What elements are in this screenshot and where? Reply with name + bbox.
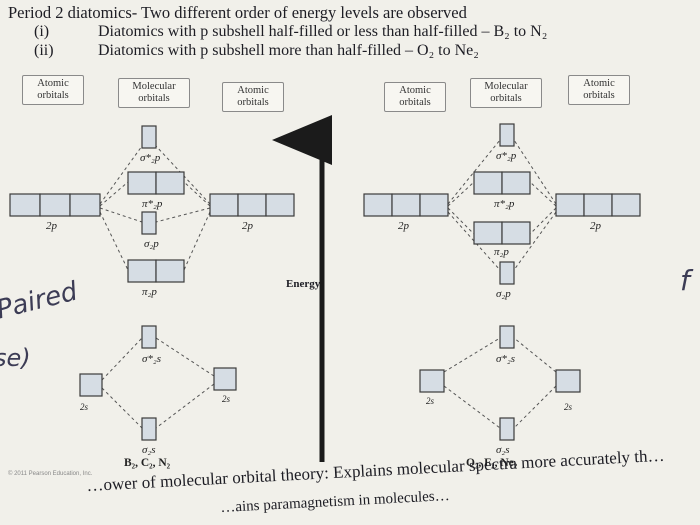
orbital-box bbox=[499, 325, 515, 349]
right-sigma-2p-label: σ₂p bbox=[496, 288, 511, 300]
right-pi-2p-label: π₂p bbox=[494, 246, 509, 258]
label-line: orbitals bbox=[399, 97, 431, 108]
label-atomic-orbitals-right-1: Atomic orbitals bbox=[384, 82, 446, 112]
handwritten-note-3: f bbox=[680, 264, 690, 297]
label-line: orbitals bbox=[490, 93, 522, 104]
item-1-number: (i) bbox=[34, 23, 50, 40]
orbital-box bbox=[141, 417, 157, 441]
orbital-box bbox=[499, 261, 515, 285]
orbital-box bbox=[499, 417, 515, 441]
label-line: Molecular bbox=[132, 81, 176, 92]
orbital-box bbox=[213, 367, 237, 391]
category-item-1: (i) Diatomics with p subshell half-fille… bbox=[8, 23, 658, 43]
category-item-2: (ii) Diatomics with p subshell more than… bbox=[8, 42, 658, 62]
orbital-box bbox=[473, 171, 503, 195]
left-2p-label-b: 2p bbox=[242, 220, 253, 232]
orbital-box bbox=[419, 369, 445, 393]
label-atomic-orbitals-left-2: Atomic orbitals bbox=[222, 82, 284, 112]
orbital-box bbox=[127, 171, 157, 195]
left-pi-2p-label: π₂p bbox=[142, 286, 157, 298]
right-sigma-2s-label: σ₂s bbox=[496, 444, 510, 456]
left-sigma-star-2p-label: σ*₂p bbox=[140, 152, 161, 164]
orbital-box bbox=[79, 373, 103, 397]
orbital-box bbox=[155, 259, 185, 283]
label-line: Atomic bbox=[37, 78, 69, 89]
orbital-box bbox=[473, 221, 503, 245]
item-2-text: Diatomics with p subshell more than half… bbox=[98, 42, 479, 59]
copyright-notice: © 2011 Pearson Education, Inc. bbox=[8, 471, 93, 477]
left-molecules-label: B₂, C₂, N₂ bbox=[124, 457, 171, 469]
orbital-box bbox=[611, 193, 641, 217]
left-2p-label-a: 2p bbox=[46, 220, 57, 232]
left-2s-label-b: 2s bbox=[222, 394, 231, 404]
orbital-box bbox=[141, 125, 157, 149]
orbital-box bbox=[555, 369, 581, 393]
orbital-box bbox=[141, 211, 157, 235]
label-line: orbitals bbox=[138, 93, 170, 104]
label-line: orbitals bbox=[37, 90, 69, 101]
item-1-text: Diatomics with p subshell half-filled or… bbox=[98, 23, 548, 40]
label-line: Atomic bbox=[583, 78, 615, 89]
orbital-box bbox=[69, 193, 101, 217]
orbital-box bbox=[127, 259, 157, 283]
handwritten-note-2: se) bbox=[0, 344, 31, 372]
orbital-box bbox=[501, 171, 531, 195]
left-2s-label-a: 2s bbox=[80, 402, 89, 412]
orbital-box bbox=[9, 193, 41, 217]
orbital-box bbox=[419, 193, 449, 217]
right-2p-label-a: 2p bbox=[398, 220, 409, 232]
item-2-number: (ii) bbox=[34, 42, 54, 59]
orbital-box bbox=[39, 193, 71, 217]
orbital-box bbox=[155, 171, 185, 195]
left-sigma-star-2s-label: σ*₂s bbox=[142, 353, 162, 365]
right-2p-label-b: 2p bbox=[590, 220, 601, 232]
label-molecular-orbitals-left: Molecular orbitals bbox=[118, 78, 190, 108]
right-2s-label-b: 2s bbox=[564, 402, 573, 412]
right-2s-label-a: 2s bbox=[426, 396, 435, 406]
energy-axis-label: Energy bbox=[286, 278, 321, 290]
left-pi-star-2p-label: π*₂p bbox=[142, 198, 163, 210]
right-molecules-label: O₂, F₂, Ne₂ bbox=[466, 457, 518, 469]
orbital-box bbox=[209, 193, 239, 217]
label-line: Atomic bbox=[399, 85, 431, 96]
right-pi-star-2p-label: π*₂p bbox=[494, 198, 515, 210]
right-sigma-star-2s-label: σ*₂s bbox=[496, 353, 516, 365]
label-line: orbitals bbox=[237, 97, 269, 108]
page-title: Period 2 diatomics- Two different order … bbox=[8, 3, 467, 22]
orbital-box bbox=[265, 193, 295, 217]
label-line: Molecular bbox=[484, 81, 528, 92]
label-atomic-orbitals-left-1: Atomic orbitals bbox=[22, 75, 84, 105]
orbital-box bbox=[555, 193, 585, 217]
orbital-box bbox=[237, 193, 267, 217]
orbital-box bbox=[499, 123, 515, 147]
label-atomic-orbitals-right-2: Atomic orbitals bbox=[568, 75, 630, 105]
orbital-box bbox=[391, 193, 421, 217]
label-line: Atomic bbox=[237, 85, 269, 96]
left-sigma-2p-label: σ₂p bbox=[144, 238, 159, 250]
left-sigma-2s-label: σ₂s bbox=[142, 444, 156, 456]
orbital-box bbox=[501, 221, 531, 245]
orbital-box bbox=[583, 193, 613, 217]
orbital-box bbox=[141, 325, 157, 349]
label-molecular-orbitals-right: Molecular orbitals bbox=[470, 78, 542, 108]
label-line: orbitals bbox=[583, 90, 615, 101]
right-sigma-star-2p-label: σ*₂p bbox=[496, 150, 517, 162]
orbital-box bbox=[363, 193, 393, 217]
orbital-boxes bbox=[9, 123, 641, 441]
